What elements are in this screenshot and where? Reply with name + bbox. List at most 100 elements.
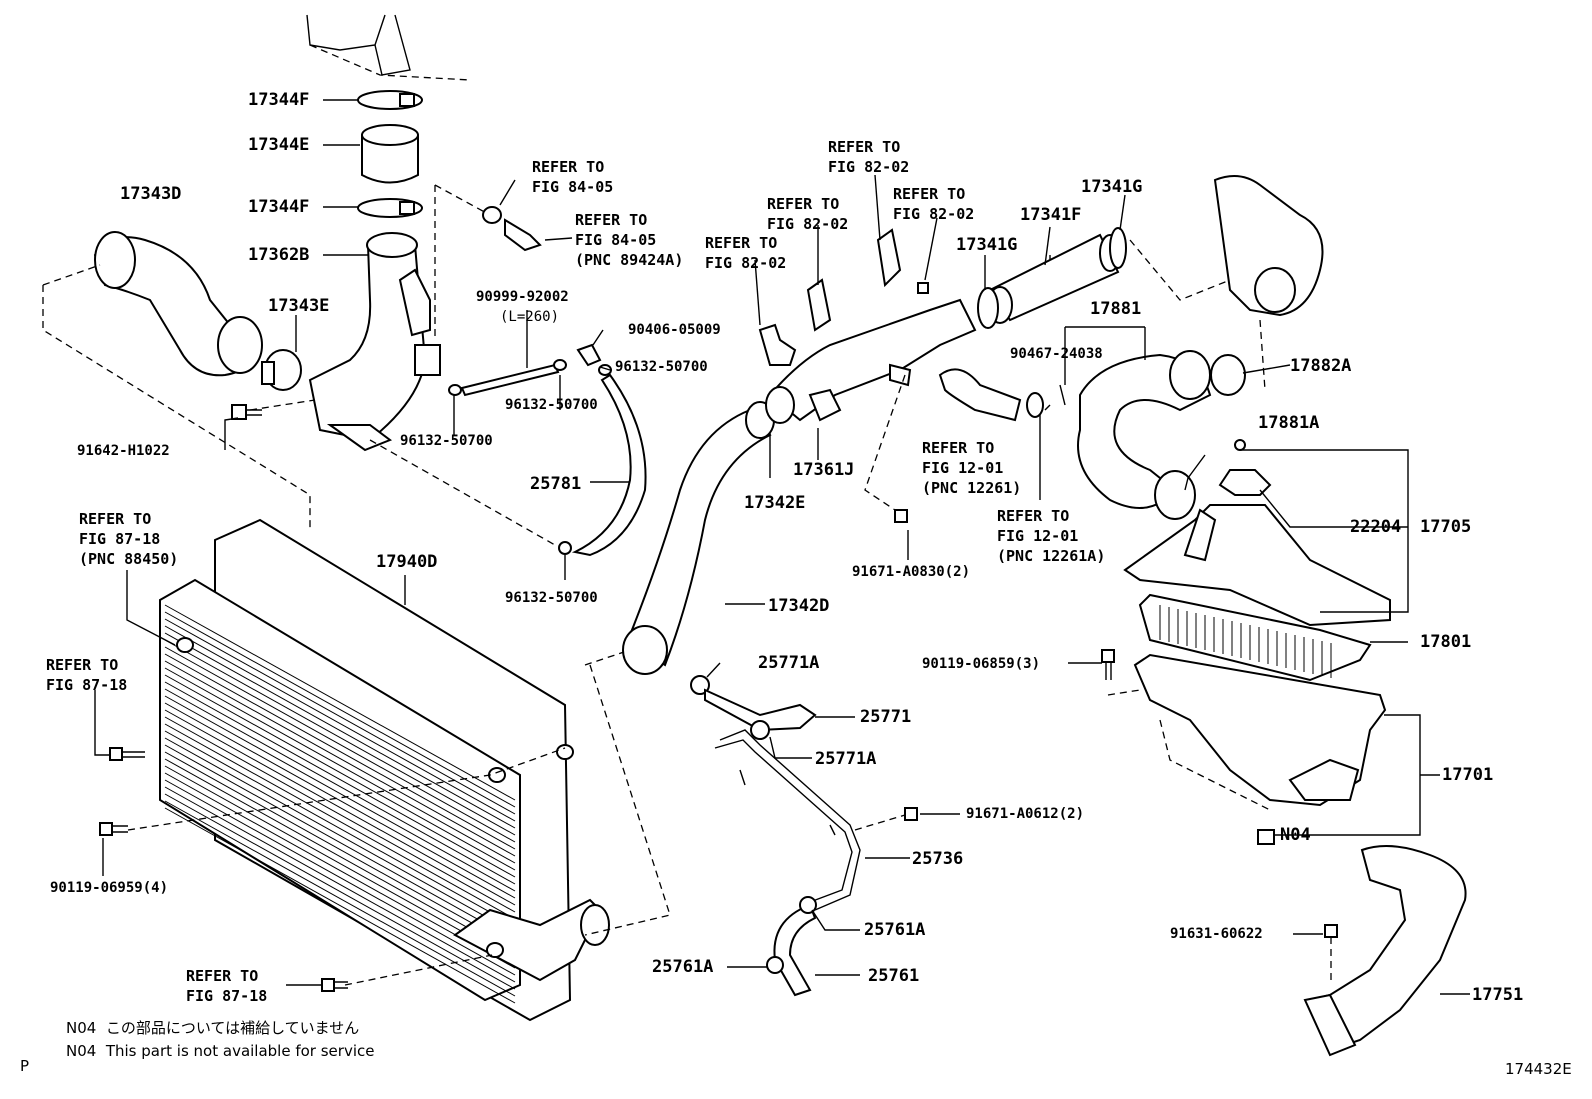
case-17701 <box>1133 653 1387 807</box>
part-96132-50700-b: 96132-50700 <box>615 359 708 375</box>
sensor-pressure <box>482 206 542 252</box>
clamp-17341G-a <box>1109 227 1127 269</box>
part-90119-06959: 90119-06959(4) <box>50 880 169 896</box>
part-25771: 25771 <box>860 707 912 727</box>
note-japanese: N04 この部品については補給していません <box>66 1019 360 1037</box>
hose-25761 <box>766 896 817 997</box>
part-96132-50700-a: 96132-50700 <box>400 433 493 449</box>
clamp-17341G-b <box>977 287 999 329</box>
part-17801: 17801 <box>1420 632 1472 652</box>
intercooler-17940D <box>159 518 610 1022</box>
part-17341G-a: 17341G <box>1081 177 1143 197</box>
refer-fig-12-01-a: REFER TO FIG 12-01 (PNC 12261) <box>922 439 1022 497</box>
part-17705: 17705 <box>1420 517 1472 537</box>
part-17342D: 17342D <box>768 596 830 616</box>
bolt-90119-right <box>1101 649 1115 680</box>
part-22204: 22204 <box>1350 517 1402 537</box>
part-17343E: 17343E <box>268 296 330 316</box>
part-90119-06859: 90119-06859(3) <box>922 656 1041 672</box>
pipe-25736 <box>714 729 861 911</box>
part-17361J: 17361J <box>793 460 855 480</box>
refer-fig-82-02-d: REFER TO FIG 82-02 <box>893 185 975 223</box>
fitting-90406 <box>576 343 612 376</box>
part-25781: 25781 <box>530 474 582 494</box>
hose-17342D <box>622 408 772 675</box>
hose-17343D <box>93 231 263 377</box>
part-17344F-mid: 17344F <box>248 197 310 217</box>
hose-25781 <box>558 373 647 557</box>
part-91642-H1022: 91642-H1022 <box>77 443 170 459</box>
part-25771A-a: 25771A <box>758 653 820 673</box>
part-91671-A0612: 91671-A0612(2) <box>966 806 1085 822</box>
figure-id: 174432E <box>1505 1060 1572 1078</box>
refer-fig-87-18-c: REFER TO FIG 87-18 <box>186 967 268 1005</box>
turbo-housing <box>1213 175 1324 317</box>
bolt-82-d <box>917 282 929 294</box>
hose-12261 <box>938 368 1044 422</box>
bracket-82-b <box>806 278 832 332</box>
refer-fig-82-02-b: REFER TO FIG 82-02 <box>767 195 849 233</box>
refer-fig-82-02-c: REFER TO FIG 82-02 <box>828 138 910 176</box>
refer-fig-84-05-a: REFER TO FIG 84-05 <box>532 158 614 196</box>
duct-17751 <box>1303 845 1467 1057</box>
part-17882A: 17882A <box>1290 356 1352 376</box>
clamp-17882A <box>1210 354 1246 396</box>
part-N04: N04 <box>1280 825 1311 845</box>
note-english: N04 This part is not available for servi… <box>66 1042 375 1060</box>
part-90999-92002: 90999-92002 <box>476 289 569 305</box>
refer-fig-82-02-a: REFER TO FIG 82-02 <box>705 234 787 272</box>
part-17881A: 17881A <box>1258 413 1320 433</box>
part-90467-24038: 90467-24038 <box>1010 346 1103 362</box>
part-25736: 25736 <box>912 849 964 869</box>
leader-lines <box>94 99 1470 995</box>
part-90406-05009: 90406-05009 <box>628 322 721 338</box>
part-17344E: 17344E <box>248 135 310 155</box>
part-25771A-b: 25771A <box>815 749 877 769</box>
hose-17881 <box>1077 350 1212 520</box>
part-17362B: 17362B <box>248 245 310 265</box>
part-17881: 17881 <box>1090 299 1142 319</box>
bolt-refer-87 <box>109 747 145 761</box>
pipe-17361J <box>765 298 977 424</box>
top-duct-stub <box>306 14 471 81</box>
clamp-17343E <box>261 349 302 391</box>
bolt-91631 <box>1324 924 1338 985</box>
coupler-17344E <box>361 124 419 184</box>
bolt-91671-b <box>904 807 918 821</box>
bracket-82-c <box>876 228 902 288</box>
refer-fig-87-18-b: REFER TO FIG 87-18 <box>46 656 128 694</box>
part-25761A-b: 25761A <box>652 957 714 977</box>
bolt-91671-a <box>894 509 908 523</box>
refer-fig-87-18-a: REFER TO FIG 87-18 (PNC 88450) <box>79 510 179 568</box>
refer-fig-12-01-b: REFER TO FIG 12-01 (PNC 12261A) <box>997 507 1106 565</box>
part-17344F-top: 17344F <box>248 90 310 110</box>
part-17341F: 17341F <box>1020 205 1082 225</box>
bolt-90119-left <box>99 822 128 836</box>
bolt-91642 <box>231 404 262 420</box>
part-17342E: 17342E <box>744 493 806 513</box>
clamp-17344F-top <box>357 90 423 110</box>
part-25761: 25761 <box>868 966 920 986</box>
corner-letter: P <box>20 1057 30 1075</box>
part-90999-length: (L=260) <box>500 309 560 325</box>
clamp-17344F-mid <box>357 198 423 218</box>
part-17751: 17751 <box>1472 985 1524 1005</box>
sensor-22204 <box>1218 439 1272 496</box>
bracket-82-a <box>758 323 797 366</box>
part-17940D: 17940D <box>376 552 438 572</box>
part-91631-60622: 91631-60622 <box>1170 926 1263 942</box>
hose-25771 <box>704 688 817 740</box>
air-cleaner-cap-17705 <box>1123 504 1391 627</box>
grommet-N04 <box>1257 829 1275 845</box>
part-17343D: 17343D <box>120 184 182 204</box>
bolt-bottom <box>321 978 348 992</box>
hose-90999 <box>448 359 567 397</box>
part-25761A-a: 25761A <box>864 920 926 940</box>
part-17701: 17701 <box>1442 765 1494 785</box>
filter-17801 <box>1138 593 1372 682</box>
part-96132-50700-d: 96132-50700 <box>505 590 598 606</box>
clip-90467 <box>1059 384 1066 406</box>
part-17341G-b: 17341G <box>956 235 1018 255</box>
part-91671-A0830: 91671-A0830(2) <box>852 564 971 580</box>
